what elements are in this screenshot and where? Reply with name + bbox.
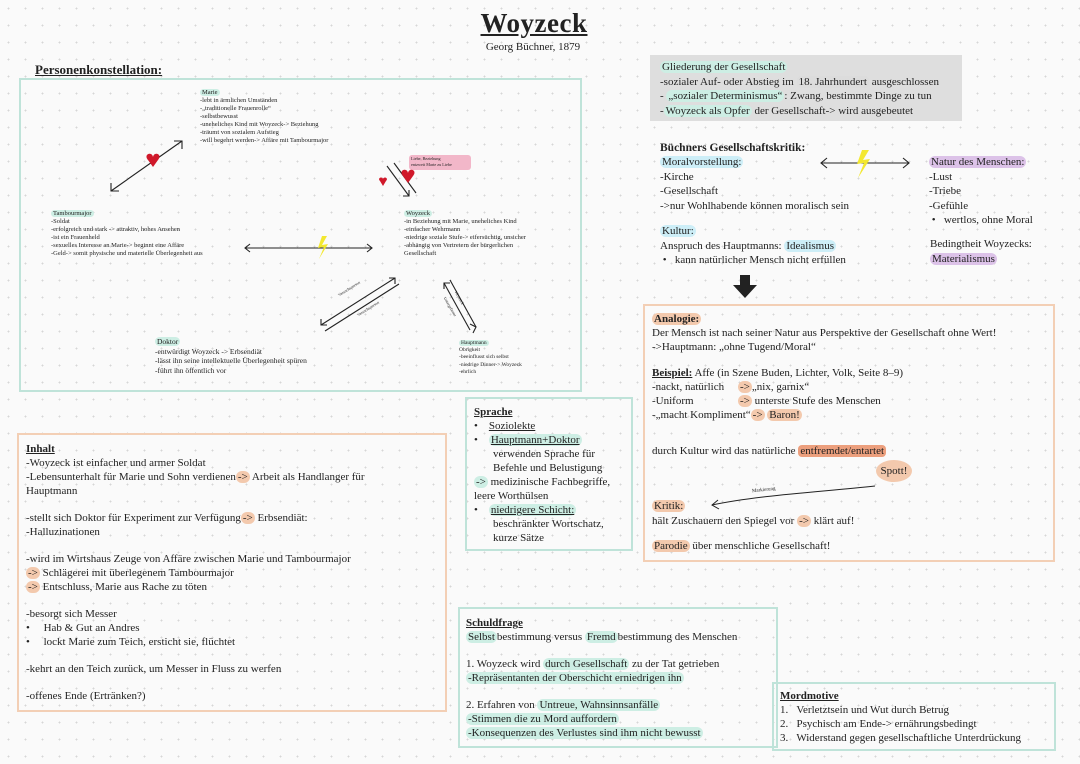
schuld-heading: Schuldfrage [466, 617, 523, 629]
heart-icon [146, 153, 160, 167]
kultur-block: Kultur: Anspruch des Hauptmanns: Idealis… [660, 225, 846, 266]
gliederung-block: Gliederung der Gesellschaft -sozialer Au… [660, 61, 939, 117]
doktor-label: Doktor [155, 337, 181, 346]
moral-block: Moralvorstellung: -Kirche -Gesellschaft … [660, 156, 850, 212]
mord-item: Widerstand gegen gesellschaftliche Unter… [796, 732, 1021, 744]
analogie-box [643, 304, 1055, 562]
hauptmann-line: -beeinflusst sich selbst [459, 354, 509, 361]
hauptmann-line: -niedrige Dinner-> Woyzeck [459, 361, 522, 368]
moral-label: Moralvorstellung: [660, 156, 744, 168]
marie-line: -will begehrt werden-> Affäre mit Tambou… [200, 137, 329, 144]
personen-heading: Personenkonstellation: [35, 62, 163, 77]
natur-label: Natur des Menschen: [929, 156, 1027, 168]
tambourmajor-line: -Soldat [51, 218, 70, 225]
woyzeck-label: Woyzeck [404, 210, 433, 217]
woyzeck-line: Gesellschaft [404, 250, 437, 257]
mord-item: Verletztsein und Wut durch Betrug [796, 704, 950, 716]
doktor-line: -entwürdigt Woyzeck -> Erbsendiät [155, 346, 262, 356]
hauptmann-line: Obrigkeit [459, 347, 481, 354]
arrow-down-icon [733, 275, 757, 298]
marie-line: -uneheliches Kind mit Woyzeck-> Beziehun… [200, 121, 319, 128]
lightning-icon [318, 236, 328, 259]
marie-line: -lebt in ärmlichen Umständen [200, 97, 278, 104]
marie-label: Marie [200, 89, 220, 96]
mord-item: Psychisch am Ende-> ernährungsbedingt [796, 718, 977, 730]
mord-heading: Mordmotive [780, 690, 839, 702]
tambourmajor-line: -erfolgreich und stark -> attraktiv, hoh… [51, 226, 181, 233]
tambourmajor-line: -sexuelles Interesse an Marie-> beginnt … [51, 242, 185, 249]
natur-block: Natur des Menschen: -Lust -Triebe -Gefüh… [929, 156, 1033, 226]
marie-line: -selbstbewusst [200, 113, 238, 120]
woyzeck-line: -in Beziehung mit Marie, uneheliches Kin… [404, 218, 517, 225]
woyzeck-block: Woyzeck -in Beziehung mit Marie, uneheli… [404, 210, 526, 258]
kritik-block: Kritik: hält Zuschauern den Spiegel vor … [652, 500, 855, 552]
mord-box [772, 682, 1056, 751]
heart-icon [379, 177, 387, 186]
personen-box [19, 78, 582, 392]
woyzeck-line: -niedrige soziale Stufe-> eifersüchtig, … [404, 234, 526, 241]
lightning-icon [857, 150, 870, 178]
hauptmann-label: Hauptmann [459, 340, 489, 346]
schuld-box [458, 607, 778, 748]
woyzeck-line: -abhängig von Vertretern der bürgerliche… [404, 242, 514, 249]
inhalt-box [17, 433, 447, 712]
sprache-block: Sprache • Soziolekte • Hauptmann+Doktor … [474, 406, 611, 544]
kritik-label: Kritik: [652, 500, 686, 512]
page-title: Woyzeck [474, 8, 594, 39]
kritik-curve-arrow [711, 485, 876, 510]
tambourmajor-line: -Geld-> somit physische und materielle Ü… [51, 250, 203, 257]
kritik-heading: Büchners Gesellschaftskritik: [660, 142, 806, 154]
kritik-arrow [733, 150, 910, 298]
inhalt-block: Inhalt -Woyzeck ist einfacher und armer … [26, 443, 365, 702]
hauptmann-line: -ehrlich [459, 368, 477, 375]
analogie-block: Analogie: Der Mensch ist nach seiner Nat… [652, 313, 997, 457]
hauptmann-block: Hauptmann Obrigkeit -beeinflusst sich se… [459, 340, 522, 376]
materialismus-label: Materialismus [930, 252, 997, 265]
page-subtitle: Georg Büchner, 1879 [485, 41, 581, 53]
tambourmajor-block: Tambourmajor -Soldat -erfolgreich und st… [51, 210, 203, 258]
analogie-label: Analogie: [652, 313, 702, 325]
title-text: Woyzeck [480, 8, 588, 38]
spott-bubble: Spott! [876, 460, 912, 482]
doktor-line: -lässt ihn seine intellektuelle Überlege… [155, 356, 307, 365]
inhalt-heading: Inhalt [26, 443, 55, 455]
heart-icon [401, 169, 415, 183]
sprache-box [465, 397, 633, 551]
woyzeck-line: -einfacher Wehrmann [404, 226, 461, 233]
gliederung-heading: Gliederung der Gesellschaft [660, 61, 788, 73]
doktor-line: -führt ihn öffentlich vor [155, 365, 227, 375]
pink-note: Liebe, Beziehung entzweit Marie zu Liebe [409, 155, 471, 170]
doktor-block: Doktor -entwürdigt Woyzeck -> Erbsendiät… [155, 337, 307, 375]
kultur-label: Kultur: [660, 225, 696, 237]
marie-block: Marie -lebt in ärmlichen Umständen -„tra… [200, 89, 328, 145]
sprache-heading: Sprache [474, 406, 513, 418]
tambourmajor-label: Tambourmajor [51, 210, 94, 217]
tambourmajor-line: -ist ein Frauenheld [51, 234, 100, 241]
mord-block: Mordmotive 1. Verletztsein und Wut durch… [780, 690, 1021, 744]
marie-line: -„traditionelle Frauenrolle“ [200, 105, 271, 112]
bedingt-block: Bedingtheit Woyzecks: Materialismus [930, 238, 1032, 265]
relation-arrows [110, 140, 477, 334]
marie-line: -träumt von sozialem Aufstieg [200, 129, 279, 136]
